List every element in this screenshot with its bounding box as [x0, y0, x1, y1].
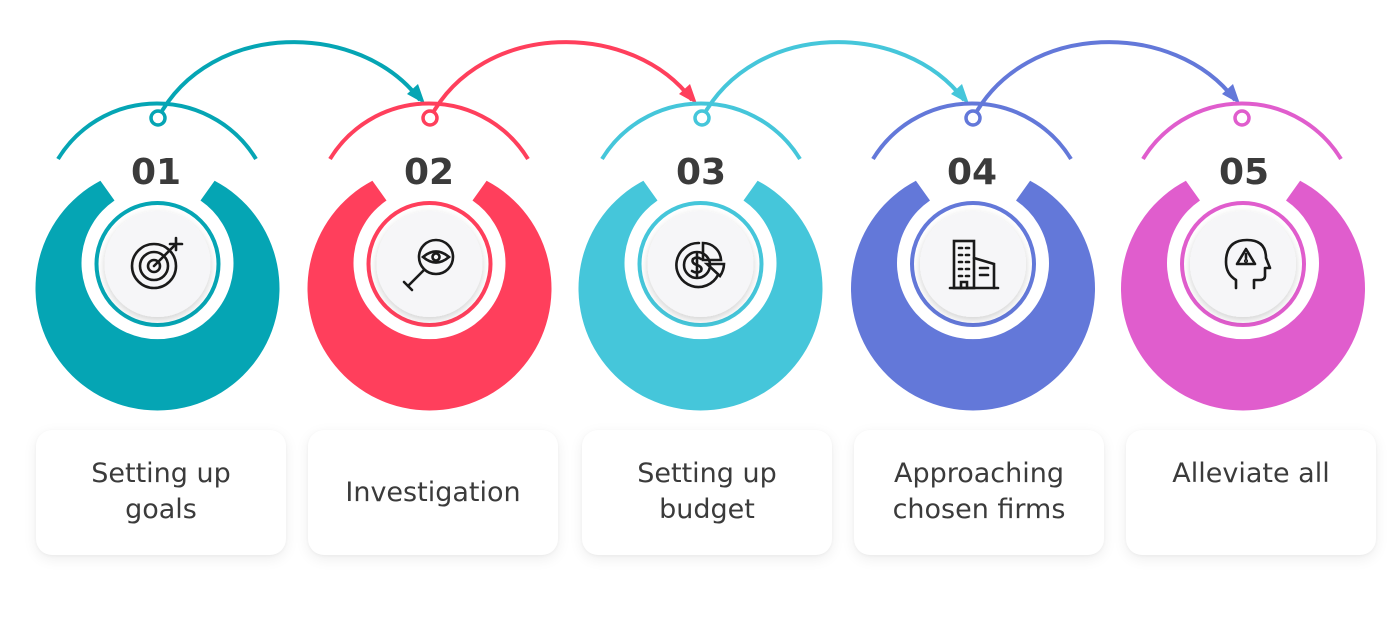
- step-4: 04: [850, 101, 1095, 411]
- connector-arc-4: [971, 40, 1237, 119]
- connector-arc-1: [156, 40, 422, 119]
- ring-segment-1: [35, 180, 280, 411]
- step-label-2: Investigation: [345, 476, 521, 508]
- step-number-1: 01: [131, 152, 181, 193]
- arrowhead-1: [407, 84, 425, 104]
- top-arc-2: [328, 101, 530, 161]
- top-arc-4: [871, 101, 1073, 161]
- step-1: 01: [35, 101, 280, 411]
- arrowhead-4: [1222, 84, 1240, 104]
- inner-outline-2: [366, 201, 493, 327]
- step-card-1: Setting up goals: [36, 430, 286, 555]
- top-arc-5: [1141, 101, 1343, 161]
- connector-node-5: [1233, 109, 1251, 127]
- search-eye-icon: [402, 238, 455, 292]
- step-2: 02: [307, 101, 552, 411]
- ring-segment-5: [1121, 180, 1365, 411]
- dollar-pie-chart-icon: [675, 241, 726, 289]
- ring-segment-4: [850, 180, 1095, 411]
- step-number-2: 02: [404, 152, 454, 193]
- step-card-3: Setting up budget: [582, 430, 832, 555]
- arrowhead-2: [679, 84, 697, 104]
- target-icon: [130, 236, 184, 290]
- top-arc-3: [600, 101, 802, 161]
- step-label-1: Setting up goals: [91, 458, 231, 525]
- icon-disc-3: [647, 211, 754, 317]
- connector-node-3: [693, 109, 711, 127]
- head-warning-icon: [1224, 238, 1272, 290]
- connector-arc-2: [428, 40, 694, 119]
- arrowhead-3: [951, 84, 969, 104]
- step-card-4: Approaching chosen firms: [854, 430, 1104, 555]
- connector-node-2: [421, 109, 439, 127]
- step-number-5: 05: [1219, 152, 1269, 193]
- step-number-4: 04: [947, 152, 997, 193]
- step-label-3: Setting up budget: [637, 458, 777, 525]
- inner-outline-3: [637, 201, 764, 327]
- step-card-5: Alleviate all: [1126, 430, 1376, 555]
- top-arc-1: [56, 101, 258, 161]
- connector-node-4: [964, 109, 982, 127]
- ring-segment-2: [307, 180, 552, 411]
- step-number-3: 03: [676, 152, 726, 193]
- step-card-2: Investigation: [308, 430, 558, 555]
- connector-node-1: [149, 109, 167, 127]
- step-label-5: Alleviate all: [1172, 458, 1330, 489]
- inner-outline-5: [1180, 201, 1306, 327]
- step-5: 05: [1121, 101, 1365, 411]
- inner-outline-4: [910, 201, 1036, 327]
- step-3: 03: [578, 101, 823, 411]
- icon-disc-2: [376, 211, 483, 317]
- connector-arc-3: [700, 40, 966, 119]
- ring-segment-3: [578, 180, 823, 411]
- inner-outline-1: [94, 201, 221, 327]
- step-label-4: Approaching chosen firms: [892, 458, 1066, 525]
- connector-arcs: [156, 40, 1240, 119]
- office-buildings-icon: [948, 239, 1000, 290]
